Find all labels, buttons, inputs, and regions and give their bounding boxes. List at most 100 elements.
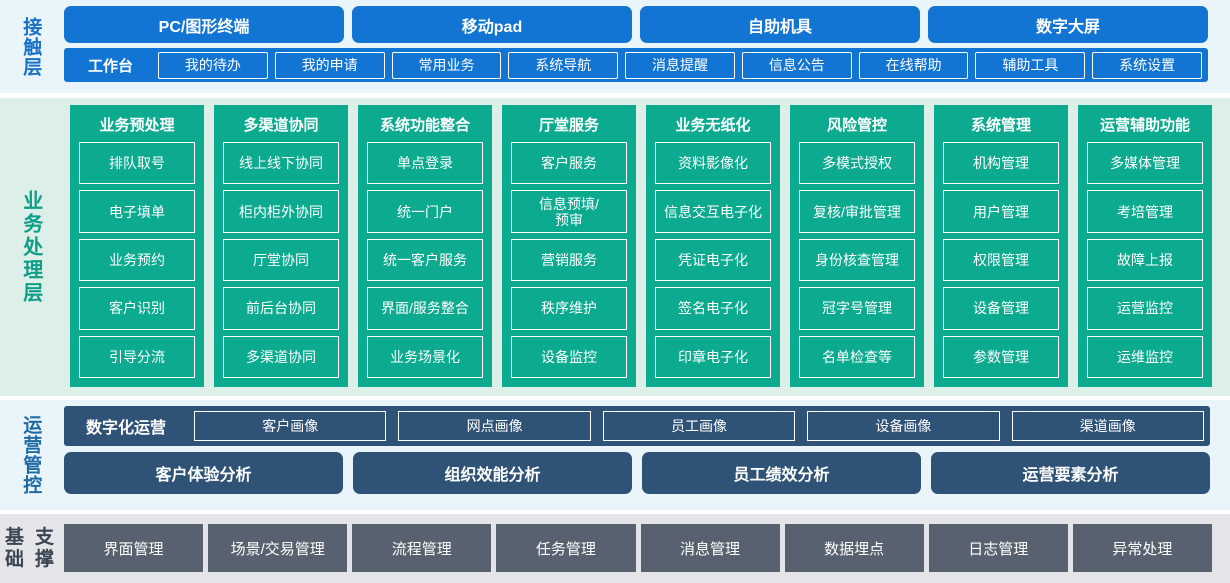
business-item[interactable]: 冠字号管理 xyxy=(799,287,915,330)
channel-mobile-pad[interactable]: 移动pad xyxy=(352,6,632,43)
menu-item-my-application[interactable]: 我的申请 xyxy=(274,51,385,79)
business-item[interactable]: 印章电子化 xyxy=(655,335,771,379)
analysis-employee-performance[interactable]: 员工绩效分析 xyxy=(642,452,921,494)
business-item[interactable]: 信息预填/ 预审 xyxy=(511,190,627,233)
foundation-data-tracking[interactable]: 数据埋点 xyxy=(784,524,924,572)
business-item[interactable]: 运营监控 xyxy=(1087,287,1203,330)
foundation-label-line2: 支撑 xyxy=(34,526,55,570)
foundation-layer-label: 基础 支撑 xyxy=(0,514,60,583)
business-item[interactable]: 签名电子化 xyxy=(655,287,771,330)
menu-item-aux-tools[interactable]: 辅助工具 xyxy=(975,51,1086,79)
business-item[interactable]: 电子填单 xyxy=(79,190,195,233)
business-item[interactable]: 机构管理 xyxy=(943,142,1059,185)
foundation-layer: 基础 支撑 界面管理 场景/交易管理 流程管理 任务管理 消息管理 数据埋点 日… xyxy=(0,514,1230,583)
business-item[interactable]: 业务预约 xyxy=(79,238,195,282)
menu-item-online-help[interactable]: 在线帮助 xyxy=(858,51,969,79)
business-column-lobby-service: 厅堂服务 客户服务 信息预填/ 预审 营销服务 秩序维护 设备监控 xyxy=(502,105,636,387)
portrait-channel[interactable]: 渠道画像 xyxy=(1011,411,1204,441)
business-item[interactable]: 营销服务 xyxy=(511,238,627,282)
business-item[interactable]: 运维监控 xyxy=(1087,335,1203,379)
analysis-customer-experience[interactable]: 客户体验分析 xyxy=(64,452,343,494)
business-layer-label: 业务处理层 xyxy=(19,189,42,305)
business-item[interactable]: 线上线下协同 xyxy=(223,142,339,185)
business-item[interactable]: 柜内柜外协同 xyxy=(223,190,339,233)
foundation-label-line1: 基础 xyxy=(4,526,25,570)
foundation-process-management[interactable]: 流程管理 xyxy=(352,524,492,572)
business-layer: 业务处理层 业务预处理 排队取号 电子填单 业务预约 客户识别 引导分流 多渠道… xyxy=(0,98,1230,396)
business-item[interactable]: 身份核查管理 xyxy=(799,238,915,282)
portrait-employee[interactable]: 员工画像 xyxy=(602,411,796,441)
business-item[interactable]: 统一客户服务 xyxy=(367,238,483,282)
business-column-system-integration: 系统功能整合 单点登录 统一门户 统一客户服务 界面/服务整合 业务场景化 xyxy=(358,105,492,387)
channel-row: PC/图形终端 移动pad 自助机具 数字大屏 xyxy=(64,6,1208,43)
foundation-scenario-transaction-management[interactable]: 场景/交易管理 xyxy=(208,524,348,572)
business-item[interactable]: 厅堂协同 xyxy=(223,238,339,282)
business-item[interactable]: 前后台协同 xyxy=(223,287,339,330)
channel-self-service[interactable]: 自助机具 xyxy=(640,6,920,43)
business-column-risk-control: 风险管控 多模式授权 复核/审批管理 身份核查管理 冠字号管理 名单检查等 xyxy=(790,105,924,387)
foundation-exception-handling[interactable]: 异常处理 xyxy=(1072,524,1212,572)
column-title: 风险管控 xyxy=(826,116,887,134)
workbench-title: 工作台 xyxy=(88,57,134,75)
business-item[interactable]: 参数管理 xyxy=(943,335,1059,379)
analysis-row: 客户体验分析 组织效能分析 员工绩效分析 运营要素分析 xyxy=(64,452,1210,494)
business-item[interactable]: 凭证电子化 xyxy=(655,238,771,282)
contact-layer: 接触层 PC/图形终端 移动pad 自助机具 数字大屏 工作台 我的待办 我的申… xyxy=(0,0,1230,93)
business-item[interactable]: 界面/服务整合 xyxy=(367,287,483,330)
foundation-ui-management[interactable]: 界面管理 xyxy=(64,524,204,572)
digital-operations-row: 数字化运营 客户画像 网点画像 员工画像 设备画像 渠道画像 xyxy=(64,406,1210,446)
business-item[interactable]: 单点登录 xyxy=(367,142,483,185)
business-item[interactable]: 设备管理 xyxy=(943,287,1059,330)
business-layer-content: 业务预处理 排队取号 电子填单 业务预约 客户识别 引导分流 多渠道协同 线上线… xyxy=(60,98,1230,396)
business-item[interactable]: 客户服务 xyxy=(511,142,627,185)
menu-item-common-business[interactable]: 常用业务 xyxy=(391,51,502,79)
operations-layer-content: 数字化运营 客户画像 网点画像 员工画像 设备画像 渠道画像 客户体验分析 组织… xyxy=(60,400,1230,510)
column-title: 运营辅助功能 xyxy=(1099,116,1190,134)
channel-pc[interactable]: PC/图形终端 xyxy=(64,6,344,43)
business-item[interactable]: 复核/审批管理 xyxy=(799,190,915,233)
portrait-device[interactable]: 设备画像 xyxy=(807,411,1000,441)
business-item[interactable]: 权限管理 xyxy=(943,238,1059,282)
foundation-log-management[interactable]: 日志管理 xyxy=(928,524,1068,572)
business-item[interactable]: 业务场景化 xyxy=(367,335,483,379)
business-column-multichannel: 多渠道协同 线上线下协同 柜内柜外协同 厅堂协同 前后台协同 多渠道协同 xyxy=(214,105,348,387)
foundation-task-management[interactable]: 任务管理 xyxy=(496,524,636,572)
menu-item-my-todo[interactable]: 我的待办 xyxy=(158,51,268,79)
business-item[interactable]: 名单检查等 xyxy=(799,335,915,379)
business-item[interactable]: 引导分流 xyxy=(79,335,195,379)
business-item[interactable]: 多模式授权 xyxy=(799,142,915,185)
business-column-preprocess: 业务预处理 排队取号 电子填单 业务预约 客户识别 引导分流 xyxy=(70,105,204,387)
portrait-customer[interactable]: 客户画像 xyxy=(194,411,387,441)
business-item[interactable]: 客户识别 xyxy=(79,287,195,330)
menu-item-message-alert[interactable]: 消息提醒 xyxy=(625,51,735,79)
foundation-message-management[interactable]: 消息管理 xyxy=(640,524,780,572)
business-item[interactable]: 信息交互电子化 xyxy=(655,190,771,233)
business-item[interactable]: 考培管理 xyxy=(1087,190,1203,233)
contact-layer-label: 接触层 xyxy=(20,16,42,77)
analysis-operation-factor[interactable]: 运营要素分析 xyxy=(931,452,1210,494)
column-title: 系统管理 xyxy=(970,116,1031,134)
business-item[interactable]: 秩序维护 xyxy=(511,287,627,330)
business-item[interactable]: 用户管理 xyxy=(943,190,1059,233)
column-title: 业务无纸化 xyxy=(675,116,751,134)
menu-item-system-settings[interactable]: 系统设置 xyxy=(1092,51,1203,79)
business-item[interactable]: 排队取号 xyxy=(79,142,195,185)
business-item[interactable]: 资料影像化 xyxy=(655,142,771,185)
business-item[interactable]: 故障上报 xyxy=(1087,238,1203,282)
column-title: 多渠道协同 xyxy=(243,116,319,134)
analysis-org-effectiveness[interactable]: 组织效能分析 xyxy=(353,452,632,494)
column-title: 厅堂服务 xyxy=(538,116,599,134)
foundation-layer-content: 界面管理 场景/交易管理 流程管理 任务管理 消息管理 数据埋点 日志管理 异常… xyxy=(60,514,1230,583)
operations-layer: 运营管控 数字化运营 客户画像 网点画像 员工画像 设备画像 渠道画像 客户体验… xyxy=(0,400,1230,510)
business-item[interactable]: 设备监控 xyxy=(511,335,627,379)
business-item[interactable]: 多媒体管理 xyxy=(1087,142,1203,185)
business-item[interactable]: 统一门户 xyxy=(367,190,483,233)
menu-item-system-nav[interactable]: 系统导航 xyxy=(508,51,619,79)
menu-item-info-bulletin[interactable]: 信息公告 xyxy=(741,51,852,79)
business-item[interactable]: 多渠道协同 xyxy=(223,335,339,379)
business-column-system-management: 系统管理 机构管理 用户管理 权限管理 设备管理 参数管理 xyxy=(934,105,1068,387)
channel-digital-screen[interactable]: 数字大屏 xyxy=(928,6,1208,43)
workbench-menu-row: 工作台 我的待办 我的申请 常用业务 系统导航 消息提醒 信息公告 在线帮助 辅… xyxy=(64,48,1208,82)
column-title: 业务预处理 xyxy=(99,116,175,134)
portrait-branch[interactable]: 网点画像 xyxy=(398,411,591,441)
